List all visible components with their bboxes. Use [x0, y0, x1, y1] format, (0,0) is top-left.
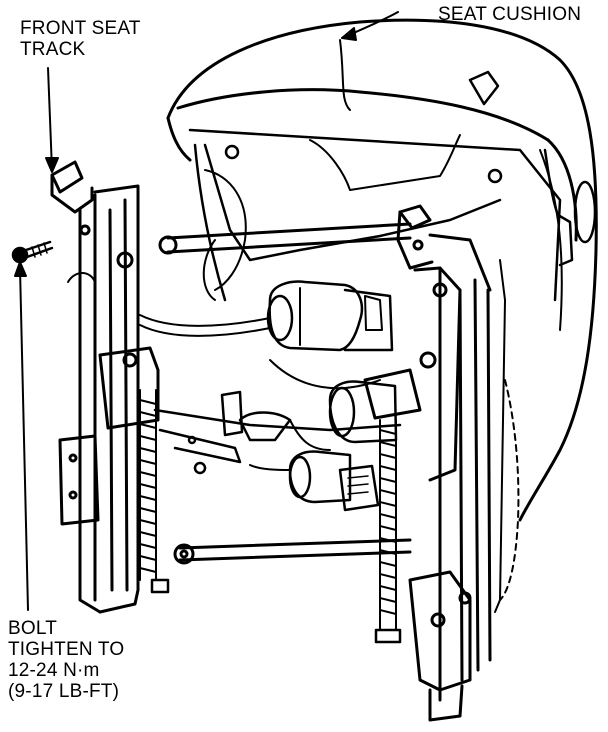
label-seat-cushion: SEAT CUSHION	[438, 4, 581, 25]
label-front-seat-track: FRONT SEAT TRACK	[20, 18, 141, 60]
leader-lines	[14, 11, 399, 611]
label-bolt: BOLT TIGHTEN TO 12-24 N·m (9-17 LB-FT)	[8, 618, 124, 702]
front-seat-track-line-2: TRACK	[20, 39, 86, 60]
left-drive-screw	[139, 389, 170, 594]
center-bracket	[153, 390, 402, 475]
bolt	[11, 240, 54, 264]
bolt-arrowhead	[14, 261, 27, 277]
cross-rods	[158, 222, 412, 565]
front-seat-track-arrowhead	[45, 157, 59, 173]
seat-cushion-text: SEAT CUSHION	[438, 4, 582, 25]
bolt-leader	[19, 267, 29, 611]
seat-motor	[266, 280, 398, 512]
front-seat-track-leader	[47, 67, 53, 171]
front-seat-track	[50, 160, 160, 614]
seat-cushion-arrowhead	[341, 27, 357, 41]
seat-frame	[188, 128, 563, 331]
right-drive-screw	[374, 419, 402, 644]
bolt-line-4: (9-17 LB-FT)	[8, 681, 120, 702]
bolt-line-3: 12-24 N·m	[8, 660, 100, 681]
bolt-line-2: TIGHTEN TO	[8, 639, 125, 660]
seat-cushion	[166, 18, 598, 522]
front-seat-track-line-1: FRONT SEAT	[20, 18, 141, 39]
right-seat-track	[363, 148, 597, 722]
bolt-line-1: BOLT	[8, 618, 58, 639]
